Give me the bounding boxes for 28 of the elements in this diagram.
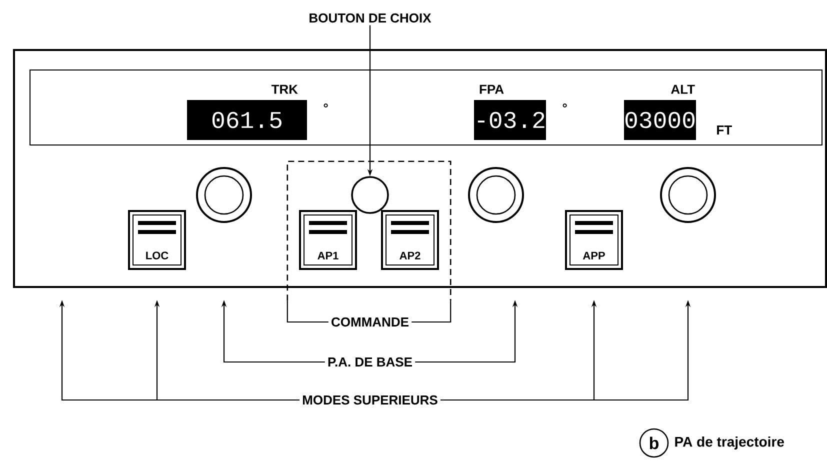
- label-text: COMMANDE: [332, 317, 408, 327]
- push-button: AP1: [299, 210, 357, 270]
- label-text: BOUTON DE CHOIX: [310, 13, 432, 23]
- unit-label: °: [324, 103, 328, 108]
- unit-label: FT: [717, 126, 732, 134]
- display-label: TRK: [271, 84, 298, 94]
- bracket-line: [412, 300, 452, 323]
- panel-letter: b: [639, 428, 669, 458]
- caption: PA de trajectoire: [675, 436, 784, 450]
- dashed-outline: [286, 160, 452, 301]
- rotary-knob: [196, 167, 252, 223]
- display-label: FPA: [480, 84, 504, 94]
- selector-knob: [351, 176, 389, 214]
- push-button: AP2: [381, 210, 439, 270]
- bracket-line: [286, 300, 328, 323]
- unit-label: °: [562, 103, 567, 108]
- rotary-knob: [468, 167, 524, 223]
- digital-readout: -03.2: [474, 100, 546, 140]
- rotary-knob: [660, 167, 716, 223]
- display-label: ALT: [671, 84, 695, 94]
- control-panel: [13, 49, 827, 288]
- push-button: LOC: [128, 210, 186, 270]
- digital-readout: 03000: [624, 100, 696, 140]
- display-window: [30, 70, 822, 146]
- push-button: APP: [565, 210, 623, 270]
- label-text: MODES SUPERIEURS: [302, 395, 438, 405]
- label-text: P.A. DE BASE: [328, 357, 412, 367]
- digital-readout: 061.5: [187, 100, 307, 140]
